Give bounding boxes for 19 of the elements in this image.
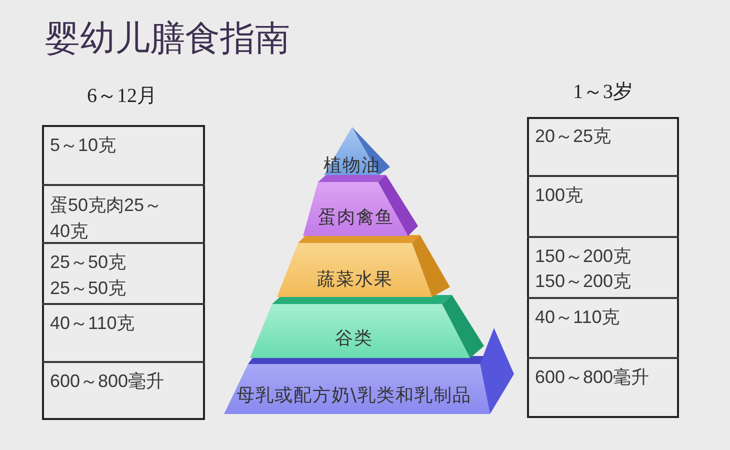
amount-text: 150～200克 [535, 270, 632, 293]
age-heading: 1～3岁 [573, 80, 633, 104]
layer-label: 蛋肉禽鱼 [318, 207, 394, 229]
amount-text: 40～110克 [535, 306, 620, 329]
title: 婴幼儿膳食指南 [45, 18, 290, 61]
amount-text: 20～25克 [535, 125, 612, 148]
amount-text: 5～10克 [50, 134, 116, 157]
age-heading: 6～12月 [87, 84, 157, 108]
amount-text: 600～800毫升 [50, 370, 164, 393]
amount-text: 600～800毫升 [535, 366, 650, 389]
amount-text: 100克 [535, 184, 584, 207]
amount-text: 蛋50克肉25～40克 [50, 194, 164, 243]
layer-label: 母乳或配方奶\乳类和乳制品 [236, 385, 472, 407]
amount-text: 25～50克 [50, 277, 126, 300]
amount-text: 25～50克 [50, 251, 126, 274]
layer-label: 蔬菜水果 [317, 269, 393, 291]
layer-label: 谷类 [335, 328, 373, 350]
amount-text: 40～110克 [50, 312, 135, 335]
amount-text: 150～200克 [535, 245, 632, 268]
